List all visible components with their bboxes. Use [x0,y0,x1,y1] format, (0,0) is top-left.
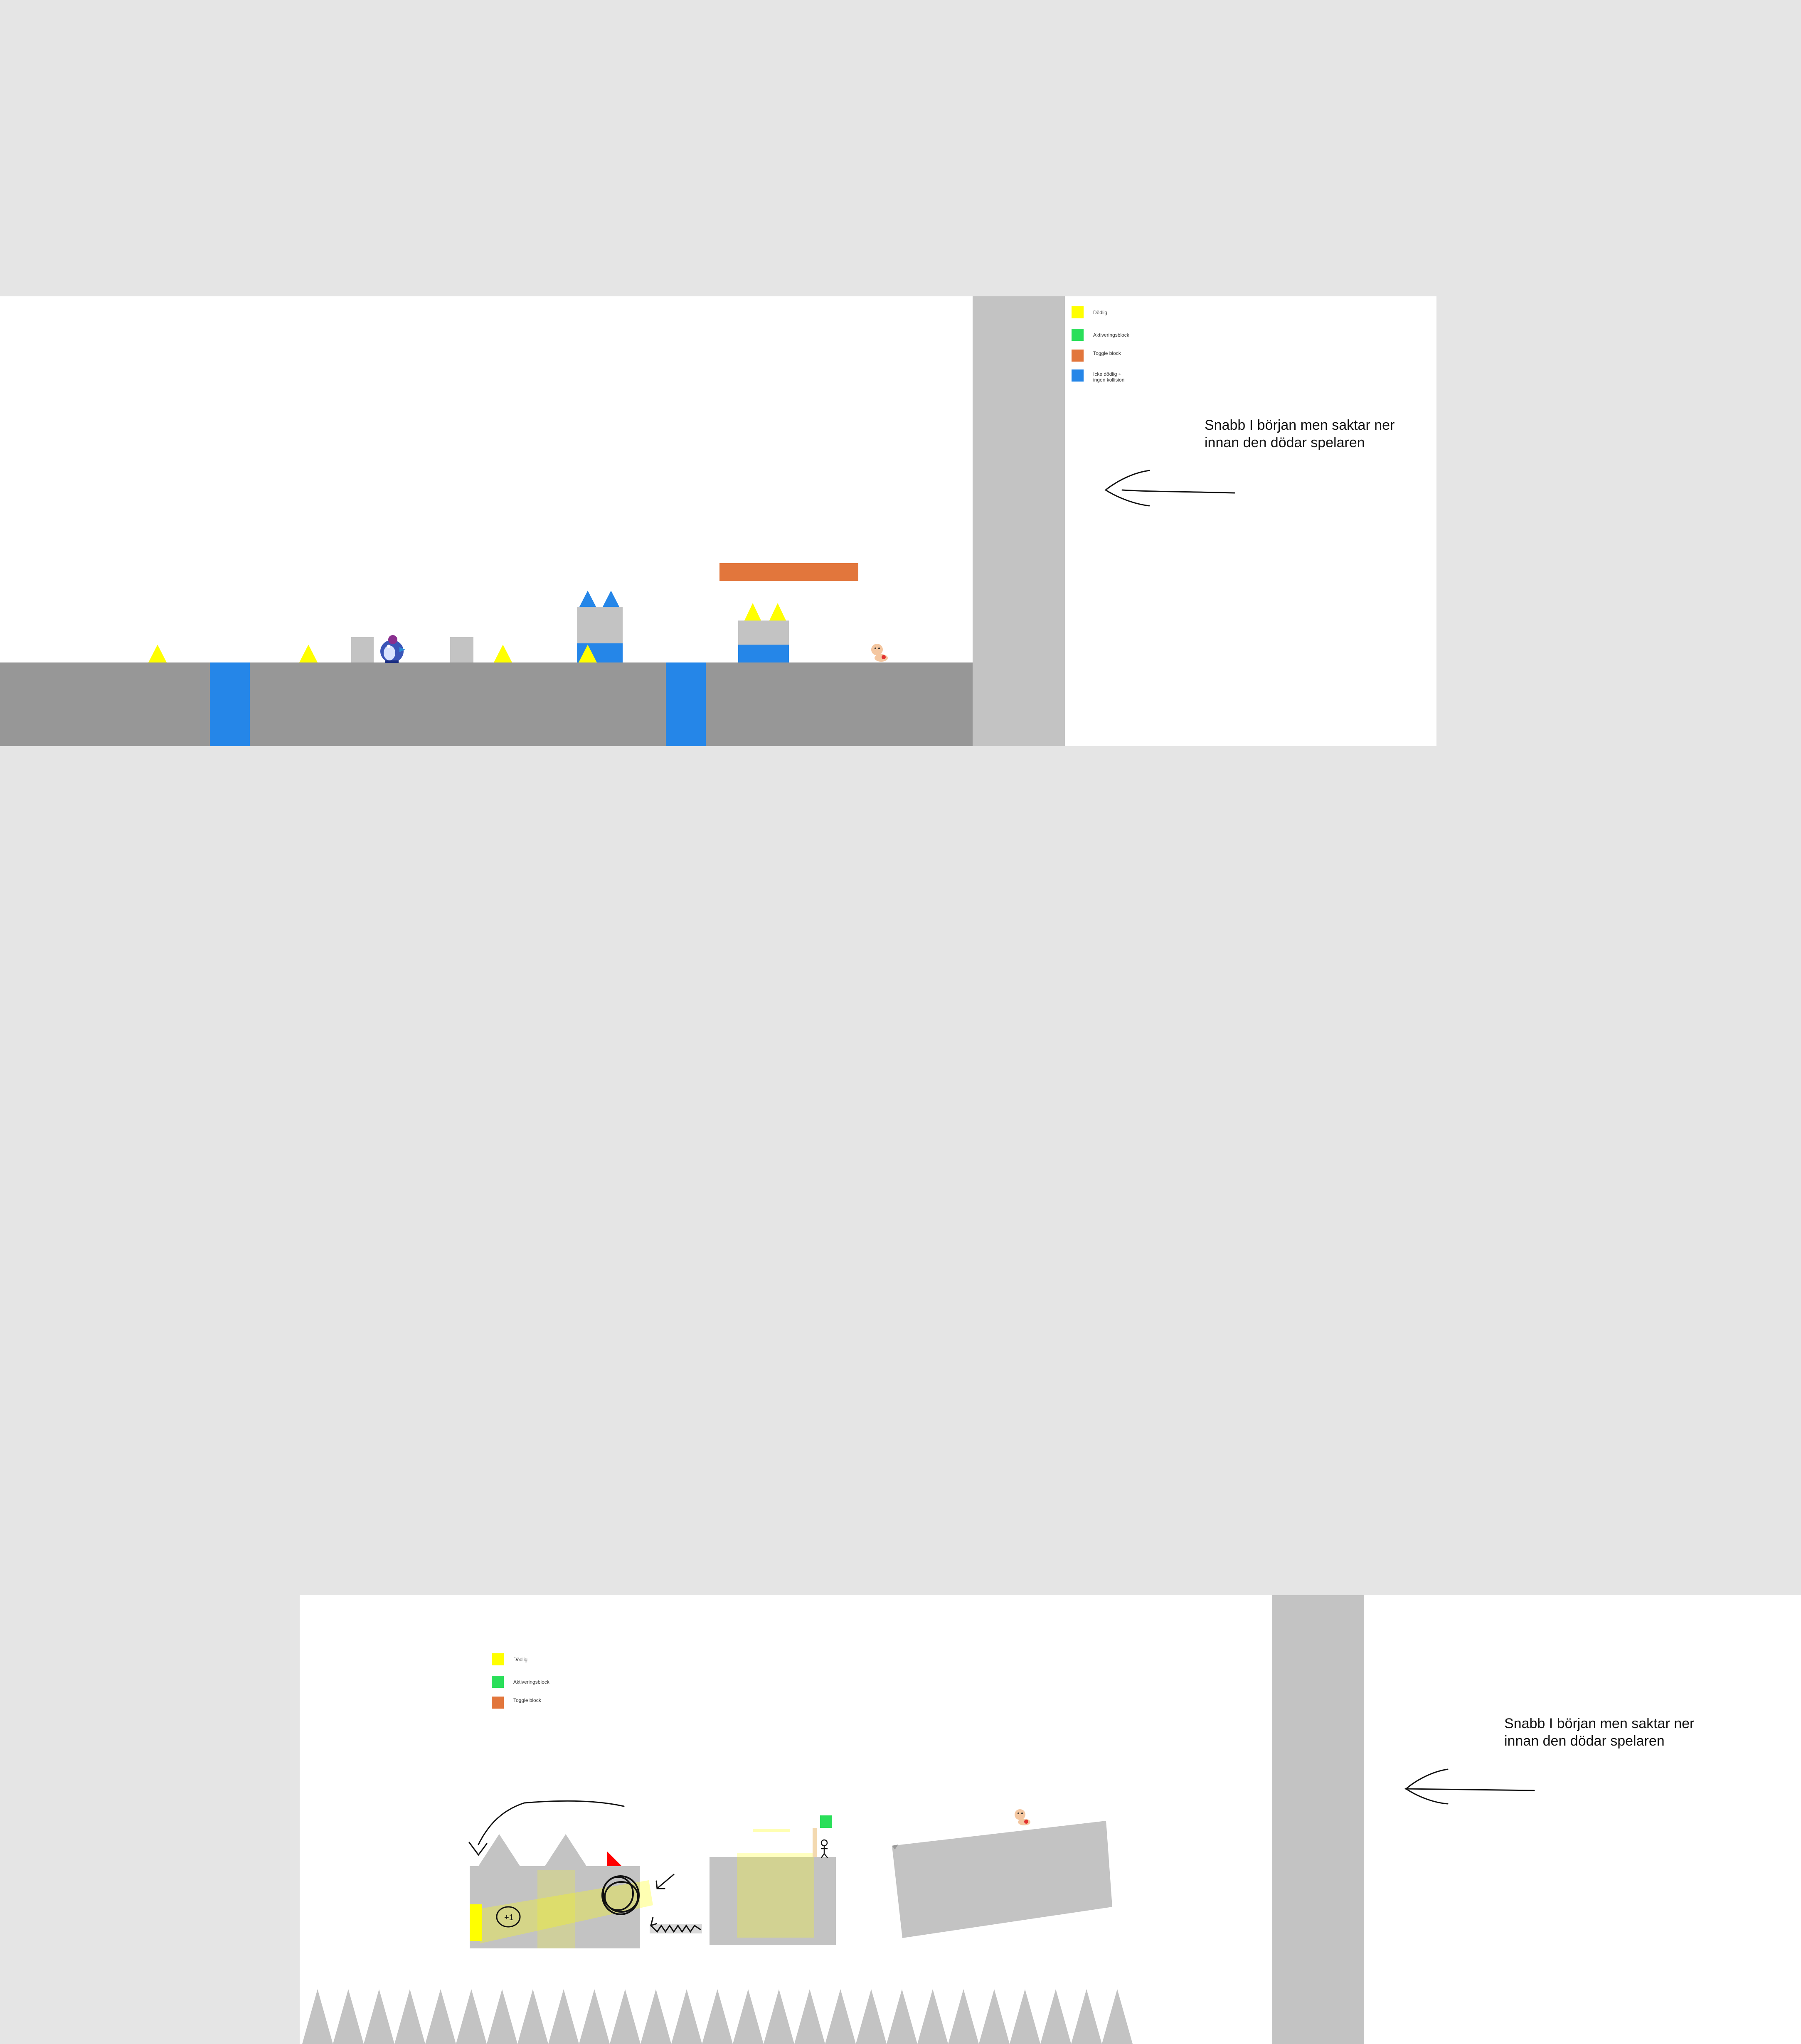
baby-enemy-icon [871,644,888,662]
legend-swatch-activation [1072,329,1084,341]
legend-label-non-deadly-2: ingen kollision [1093,377,1125,383]
ground [0,662,973,746]
legend-label-deadly: Dödlig [1093,310,1108,315]
wall-note-line-2: innan den dödar spelaren [1205,435,1365,451]
arrow-left-icon [1104,470,1235,507]
legend-swatch-deadly [492,1653,504,1665]
non-deadly-pit-1 [210,662,250,746]
level-2-shapes: +1 [302,1768,1535,2044]
tilted-block [892,1821,1112,1938]
coin-label: +1 [504,1913,514,1922]
post [813,1828,817,1857]
legend-swatch-toggle [492,1697,504,1709]
light-beam [476,1880,653,1943]
middle-block [710,1857,836,1945]
deadly-spike [769,603,786,621]
legend-swatch-activation [492,1676,504,1688]
activation-block [820,1815,832,1828]
non-deadly-spike [579,591,596,607]
level-canvas-2: Dödlig Aktiveringsblock Toggle block Sna… [300,1595,1801,2044]
yellow-window [737,1853,814,1938]
wall-note: Snabb I början men saktar ner innan den … [1504,1715,1694,1750]
deadly-spike [494,645,512,662]
pillar-block-blue [738,645,789,662]
pillar-block-top [738,621,789,645]
wall-note-line-2: innan den dödar spelaren [1504,1733,1665,1749]
tower-block-top [577,607,623,643]
spring-icon [650,1917,702,1933]
wall-note: Snabb I början men saktar ner innan den … [1205,416,1394,451]
beam-column [537,1870,575,1948]
wall-column [973,296,1065,746]
non-deadly-pit-2 [666,662,706,746]
deadly-spike [148,645,167,662]
gray-block-2 [450,637,473,662]
legend-swatch-deadly [1072,306,1084,318]
wall-note-line-1: Snabb I början men saktar ner [1504,1716,1695,1731]
wall-column [1272,1595,1364,2044]
legend-label-activation: Aktiveringsblock [513,1679,549,1685]
red-marker [607,1852,622,1866]
legend-label-deadly: Dödlig [513,1657,528,1662]
wall-note-line-1: Snabb I början men saktar ner [1205,417,1395,433]
legend-swatch-toggle [1072,350,1084,362]
spike-floor [302,1989,1133,2044]
small-arrow-icon [655,1874,675,1889]
level-canvas-1: Dödlig Aktiveringsblock Toggle block Ick… [0,296,1436,746]
gray-block-1 [351,637,374,662]
yellow-ledge [753,1829,790,1832]
deadly-light-source [470,1904,482,1941]
legend-label-toggle: Toggle block [1093,350,1121,356]
toggle-block-platform [719,563,858,581]
deadly-spike [744,603,761,621]
legend-label-toggle: Toggle block [513,1697,541,1703]
scribble-circle [601,1875,640,1915]
legend-label-non-deadly-1: Icke dödlig + [1093,371,1121,377]
coin-sketch [496,1906,521,1928]
legend-label-activation: Aktiveringsblock [1093,332,1129,338]
non-deadly-spike [603,591,619,607]
level-1-shapes [148,470,1235,663]
curved-arrow-icon [468,1800,625,1856]
deadly-spike [299,645,318,662]
deadly-spike [579,645,597,662]
legend-swatch-non-deadly [1072,369,1084,382]
stick-figure-icon [820,1839,828,1858]
baby-enemy-icon [1015,1809,1030,1825]
penguin-player-icon [380,635,405,663]
peaked-block [470,1834,640,1948]
arrow-left-icon [1404,1768,1535,1805]
